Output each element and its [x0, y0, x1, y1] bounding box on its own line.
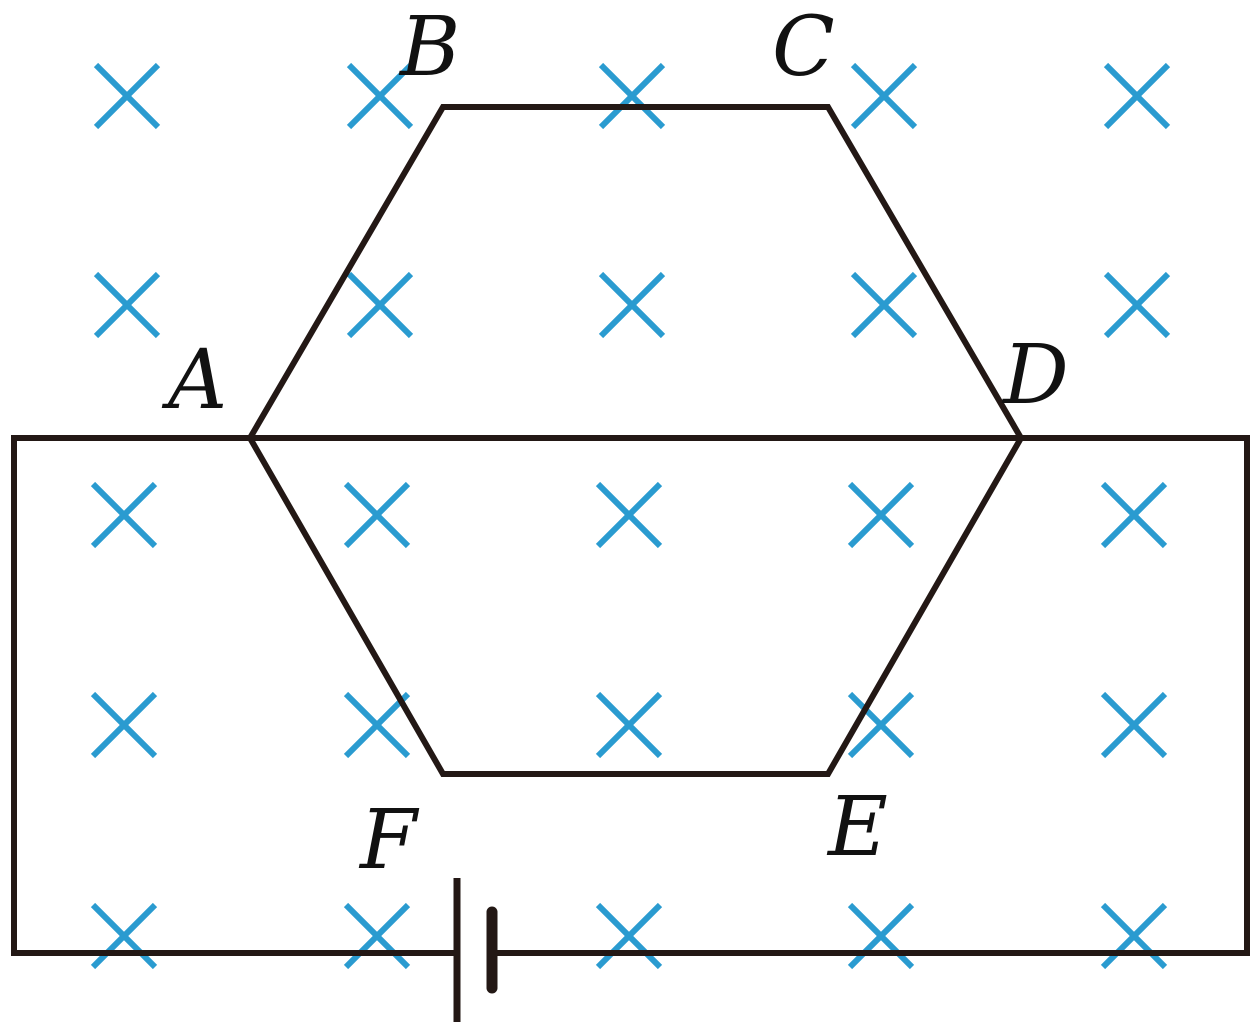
battery-icon [453, 878, 498, 1022]
vertex-label-f: F [358, 793, 420, 888]
cross-into-page-icon [595, 481, 663, 549]
cross-into-page-icon [90, 691, 158, 759]
cross-into-page-icon [850, 62, 918, 130]
cross-into-page-icon [346, 271, 414, 339]
cross-into-page-icon [1103, 271, 1171, 339]
magnetic-field-marks [90, 62, 1171, 970]
cross-into-page-icon [343, 691, 411, 759]
cross-into-page-icon [1100, 902, 1168, 970]
cross-into-page-icon [93, 271, 161, 339]
vertex-label-e: E [826, 780, 888, 875]
cross-into-page-icon [847, 902, 915, 970]
outer-wire-left [11, 435, 455, 956]
cross-into-page-icon [847, 481, 915, 549]
cross-into-page-icon [93, 62, 161, 130]
cross-into-page-icon [1100, 481, 1168, 549]
cross-into-page-icon [850, 271, 918, 339]
cross-into-page-icon [90, 902, 158, 970]
cross-into-page-icon [1103, 62, 1171, 130]
cross-into-page-icon [90, 481, 158, 549]
cross-into-page-icon [598, 271, 666, 339]
cross-into-page-icon [847, 691, 915, 759]
cross-into-page-icon [598, 62, 666, 130]
cross-into-page-icon [595, 902, 663, 970]
cross-into-page-icon [346, 62, 414, 130]
cross-into-page-icon [1100, 691, 1168, 759]
cross-into-page-icon [343, 902, 411, 970]
vertex-label-a: A [161, 333, 227, 428]
vertex-label-b: B [398, 0, 460, 95]
vertex-label-c: C [772, 0, 835, 95]
outer-wire-right [492, 435, 1250, 956]
cross-into-page-icon [595, 691, 663, 759]
vertex-label-d: D [1001, 328, 1069, 423]
cross-into-page-icon [343, 481, 411, 549]
